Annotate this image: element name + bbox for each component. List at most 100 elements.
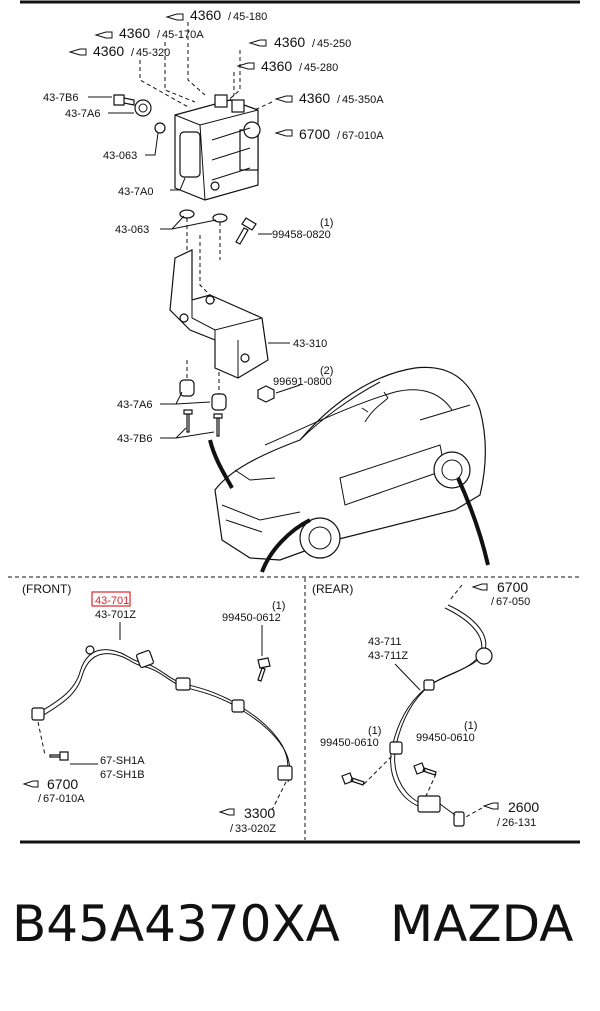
car-illustration (214, 366, 486, 561)
pointing-hand-icon (94, 31, 113, 39)
ref-sub: 45-170A (162, 29, 204, 41)
ref-code: 2600 (508, 799, 539, 815)
front-sensor-harness (39, 649, 289, 779)
part-43-310: 43-310 (293, 338, 327, 350)
pointing-hand-icon (248, 39, 267, 47)
ref-sub: 26-131 (502, 817, 536, 829)
rear-code: 43-711 (368, 636, 401, 648)
ref-4360-c: 4360 / 45-320 (68, 43, 170, 59)
brand-name: MAZDA (390, 895, 574, 953)
front-screw-icon (49, 751, 69, 761)
part-99691-0800: 99691-0800 (273, 376, 332, 388)
svg-text:/: / (299, 62, 303, 74)
ref-code: 4360 (274, 34, 305, 50)
pointing-hand-icon (482, 802, 499, 810)
part-43-063-mid: 43-063 (115, 224, 149, 236)
ref-sub: 45-320 (136, 47, 170, 59)
svg-text:/: / (312, 38, 316, 50)
svg-text:/: / (228, 11, 232, 23)
part-99458-0820: 99458-0820 (272, 229, 331, 241)
washer-mid-2 (212, 213, 228, 223)
front-67-sh1b: 67-SH1B (100, 769, 145, 781)
nut-qty-2: (2) (320, 365, 333, 377)
part-43-7b6-top: 43-7B6 (43, 92, 78, 104)
rear-title: (REAR) (312, 582, 353, 596)
pointing-hand-icon (218, 808, 235, 816)
ref-sub: 45-250 (317, 38, 351, 50)
svg-text:/: / (497, 817, 501, 829)
ref-code: 4360 (93, 43, 124, 59)
svg-text:/: / (337, 130, 341, 142)
ref-4360-b: 4360 / 45-170A (94, 25, 204, 41)
front-67-sh1a: 67-SH1A (100, 755, 145, 767)
ref-code: 3300 (244, 805, 275, 821)
pipe-line-c (139, 60, 191, 109)
ref-sub: 45-180 (233, 11, 267, 23)
pointing-hand-icon (68, 48, 87, 56)
part-number: B45A4370XA (12, 895, 340, 953)
upper-assembly: 4360 / 45-180 4360 / 45-170A 4360 / 45-3… (43, 7, 490, 573)
rear-bolt-l-qty: (1) (368, 725, 381, 737)
pipe-line-b (164, 42, 196, 103)
pipe-line-a (187, 22, 206, 96)
pointing-hand-icon (274, 129, 293, 137)
ref-code: 4360 (299, 90, 330, 106)
pointing-hand-icon (471, 583, 488, 591)
part-43-7b6-bot: 43-7B6 (117, 433, 152, 445)
rear-bolt-l-icon (341, 772, 365, 786)
ref-sub: 67-010A (342, 130, 384, 142)
rear-sensor-harness (394, 604, 487, 807)
rear-ref-2600: 2600 / 26-131 (482, 799, 539, 829)
pointing-hand-icon (165, 13, 184, 21)
caption: B45A4370XA MAZDA (0, 895, 600, 975)
washer-top (154, 122, 166, 134)
ref-sub: 45-350A (342, 94, 384, 106)
ref-sub: 33-020Z (235, 823, 276, 835)
ref-code: 4360 (119, 25, 150, 41)
rear-ref-6700: 6700 / 67-050 (471, 579, 530, 608)
grommet-bot-1 (179, 379, 195, 397)
part-43-7a0: 43-7A0 (118, 186, 153, 198)
rear-section: (REAR) 6700 / 67-050 43-711 43-711Z (1) … (312, 579, 539, 829)
abs-hydraulic-unit (174, 94, 261, 201)
pointing-hand-icon (236, 62, 255, 70)
highlight-part-code: 43-701 (95, 595, 129, 607)
front-title: (FRONT) (22, 582, 71, 596)
pipe-line-d (225, 50, 241, 103)
grommet-top (134, 99, 152, 117)
ref-code: 4360 (190, 7, 221, 23)
bolt-bot-1 (183, 409, 193, 433)
front-bolt-icon (257, 657, 271, 682)
ref-code: 4360 (261, 58, 292, 74)
bolt-qty-1: (1) (320, 217, 333, 229)
nut-99691 (257, 385, 275, 403)
front-ref-6700: 6700 / 67-010A (22, 776, 85, 805)
part-43-7a6-top: 43-7A6 (65, 108, 100, 120)
bolt-99458 (235, 217, 257, 245)
ref-code: 6700 (299, 126, 330, 142)
part-43-7a6-bot: 43-7A6 (117, 399, 152, 411)
front-bolt: 99450-0612 (222, 612, 281, 624)
rear-bolt-r-icon (413, 762, 437, 776)
ref-4360-f: 4360 / 45-350A (274, 90, 384, 106)
ref-sub: 45-280 (304, 62, 338, 74)
svg-text:/: / (131, 47, 135, 59)
ref-sub: 67-010A (43, 793, 85, 805)
grommet-bot-2 (211, 393, 227, 411)
mounting-bracket (169, 235, 269, 379)
ref-4360-a: 4360 / 45-180 (165, 7, 267, 23)
washer-mid-1 (179, 209, 195, 219)
arrow-rear-sensor (456, 477, 490, 566)
arrow-to-front (208, 439, 234, 489)
rear-bolt-r: 99450-0610 (416, 732, 475, 744)
highlight-box (91, 591, 131, 607)
svg-text:/: / (38, 793, 42, 805)
front-ref-3300: 3300 / 33-020Z (218, 805, 276, 835)
svg-text:/: / (337, 94, 341, 106)
ref-4360-e: 4360 / 45-280 (236, 58, 338, 74)
ref-code: 6700 (47, 776, 78, 792)
rear-code-z: 43-711Z (368, 650, 408, 662)
bolt-bot-2 (213, 413, 223, 437)
arrow-front-sensor (260, 518, 311, 573)
ref-sub: 67-050 (496, 596, 530, 608)
